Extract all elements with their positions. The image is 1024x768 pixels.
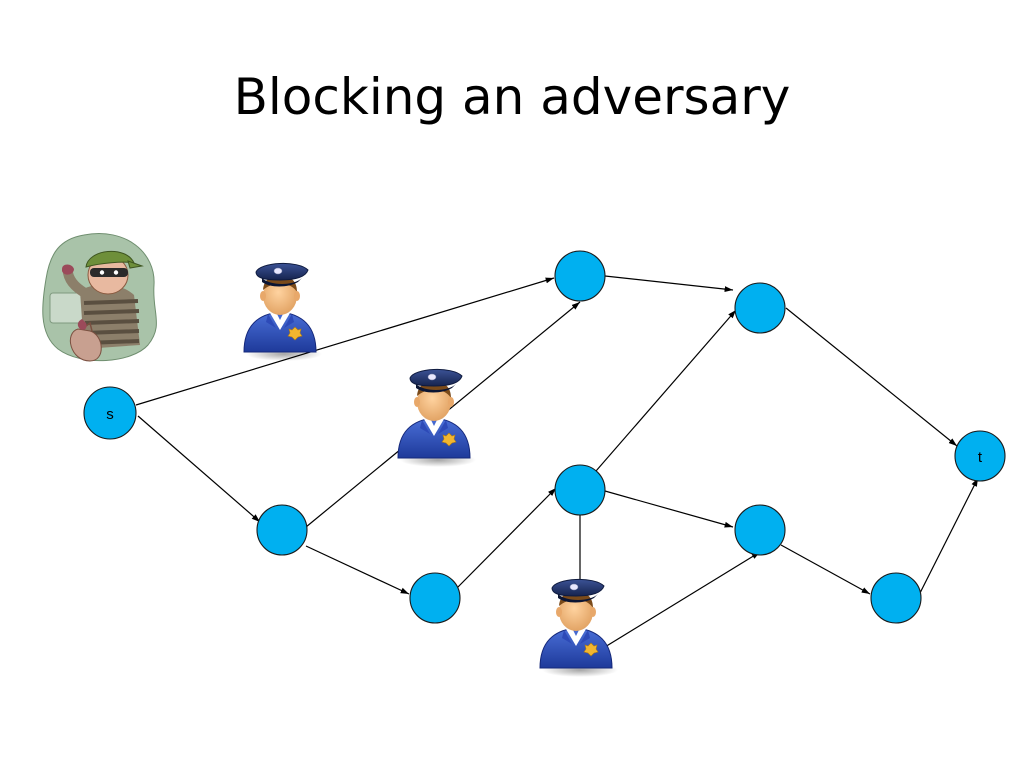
edge-b2-c1 (454, 487, 557, 591)
node-a1 (554, 250, 606, 302)
edge-s-b1 (137, 415, 261, 523)
node-c2 (734, 504, 786, 556)
node-s (83, 386, 137, 440)
node-a2 (734, 282, 786, 334)
thief-icon (42, 233, 157, 362)
node-b2 (409, 572, 461, 624)
police-officer-icon (397, 368, 477, 468)
slide-title: Blocking an adversary (233, 68, 791, 126)
edge-c1-c2 (604, 490, 734, 528)
police-officer-icon (539, 578, 619, 678)
edge-c1-a2 (595, 309, 737, 472)
node-b1 (256, 504, 308, 556)
edge-a1-a2 (604, 275, 734, 293)
police-officer-icon (243, 262, 323, 362)
node-t (954, 430, 1006, 482)
edge-c2-d2 (780, 544, 871, 595)
node-layer: s t (83, 250, 1006, 624)
node-t-label: t (978, 449, 983, 466)
node-d2 (870, 572, 922, 624)
edge-guard-c2 (599, 551, 761, 651)
node-c1 (554, 464, 606, 516)
node-s-label: s (106, 406, 114, 423)
edge-a2-t (785, 307, 958, 447)
edge-layer (135, 275, 979, 651)
edge-b1-b2 (305, 545, 410, 595)
edge-d2-t (918, 477, 979, 596)
edge-s-a1 (135, 277, 555, 406)
